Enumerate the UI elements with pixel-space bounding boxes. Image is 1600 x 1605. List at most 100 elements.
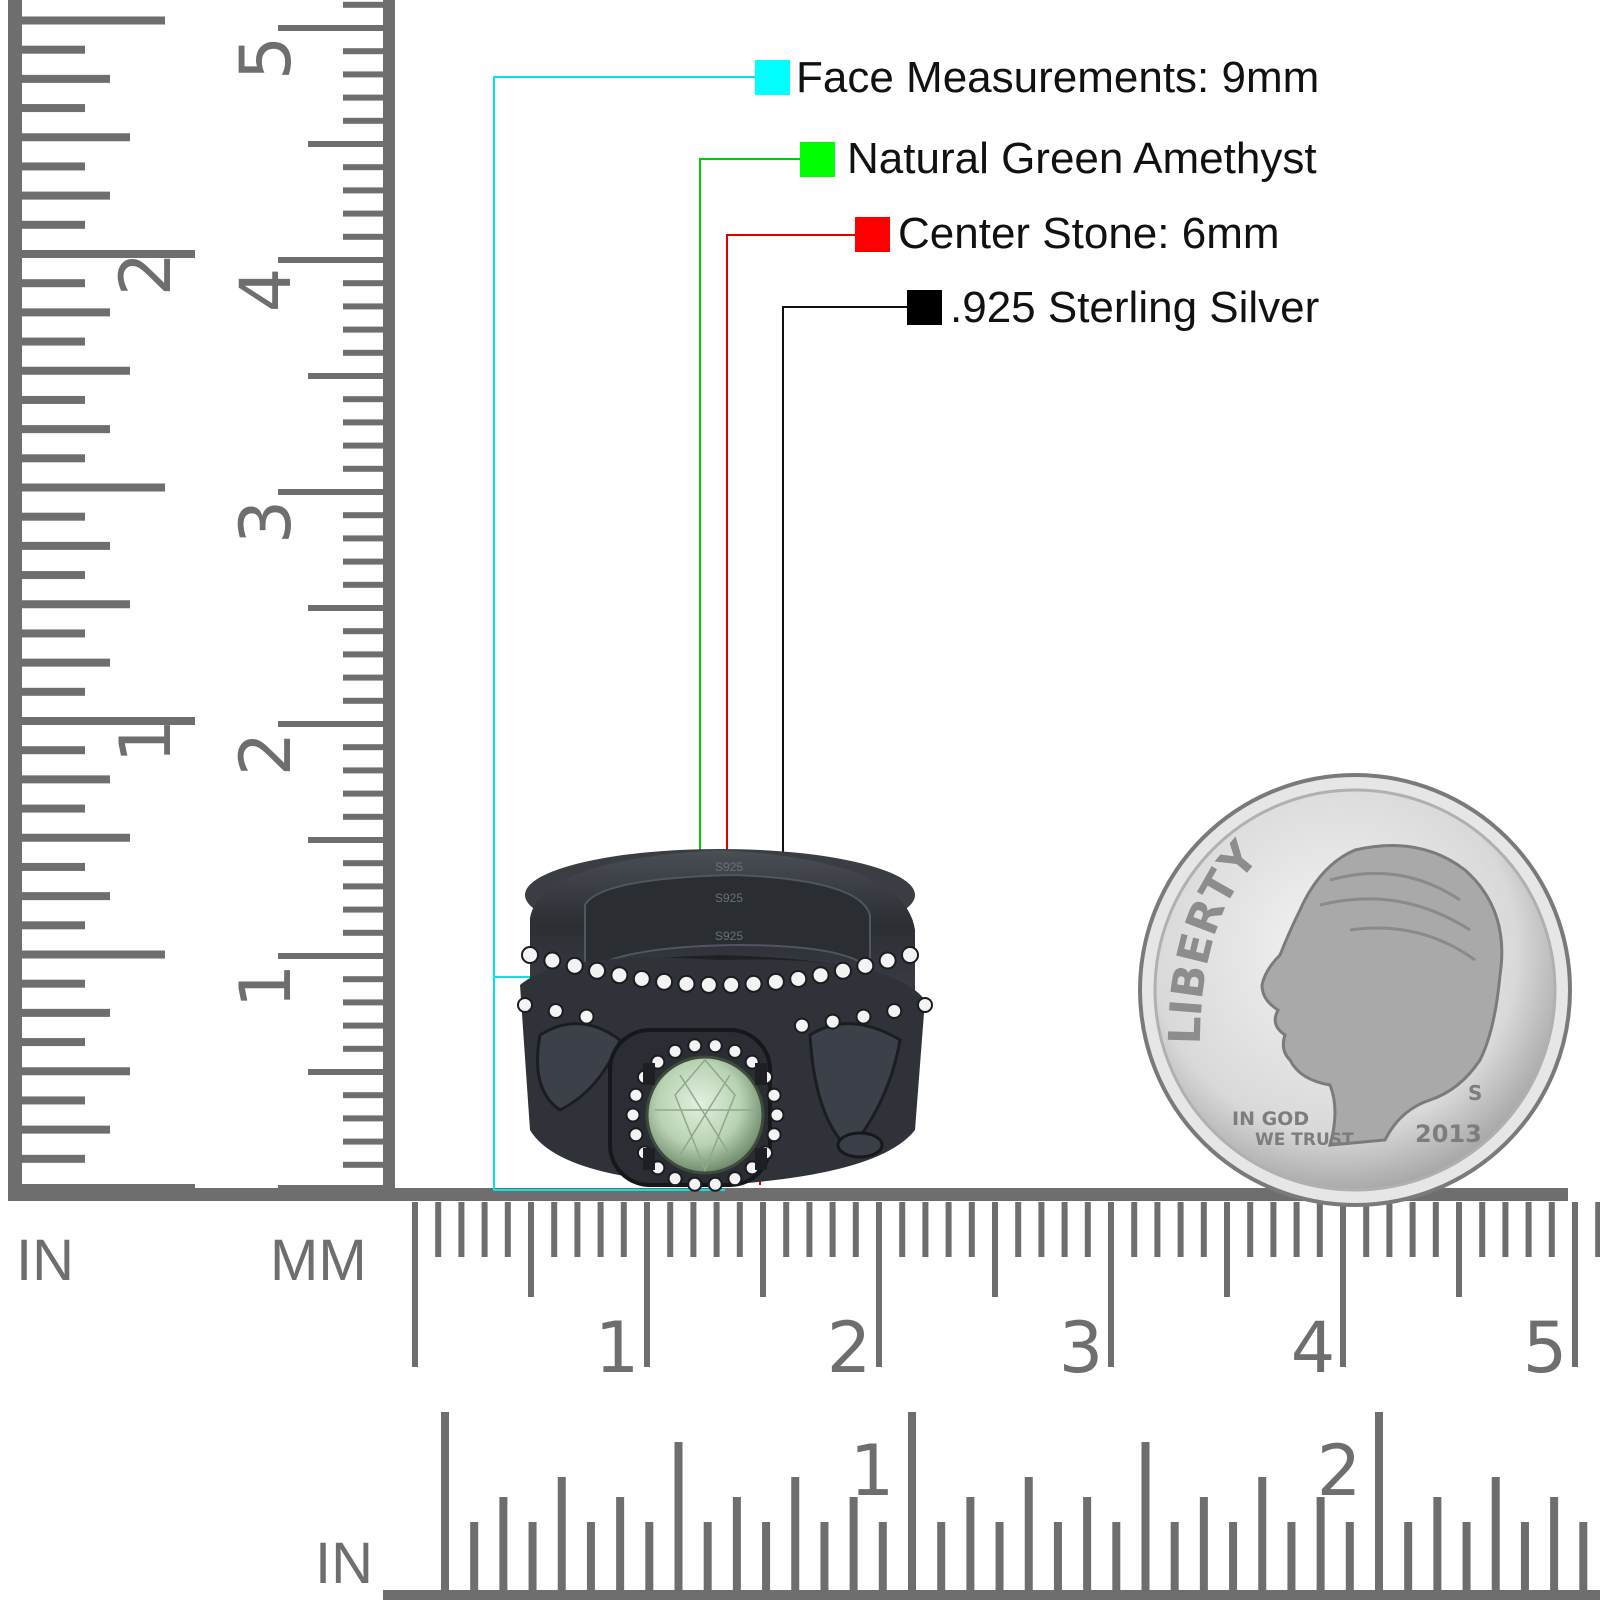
stone-prongs — [643, 1063, 767, 1170]
mm-tick — [343, 419, 388, 426]
horizontal-mm-tick — [876, 1202, 882, 1367]
pave-diamond — [789, 969, 808, 988]
inch-tick — [15, 629, 85, 638]
inch-tick — [15, 571, 85, 580]
horizontal-mm-tick — [1131, 1202, 1138, 1257]
horizontal-inch-tick — [1053, 1522, 1062, 1592]
pave-diamond — [687, 1176, 703, 1192]
horizontal-mm-tick — [528, 1202, 534, 1297]
inch-tick — [15, 220, 85, 229]
horizontal-mm-tick — [1316, 1202, 1323, 1257]
inch-tick — [15, 1096, 85, 1105]
inch-tick — [15, 950, 165, 959]
horizontal-mm-tick — [1340, 1202, 1346, 1367]
horizontal-inch-tick — [791, 1477, 800, 1592]
mm-tick — [343, 233, 388, 240]
horizontal-inch-tick — [674, 1442, 683, 1592]
horizontal-inch-tick — [1375, 1412, 1383, 1592]
mm-tick — [278, 721, 388, 727]
coin-portrait — [1260, 844, 1504, 1147]
horizontal-mm-tick — [620, 1202, 627, 1257]
vertical-ruler-mm-unit-label: MM — [270, 1228, 367, 1293]
horizontal-mm-tick — [1363, 1202, 1370, 1257]
mm-tick — [343, 674, 388, 681]
horizontal-mm-tick — [1108, 1202, 1114, 1367]
horizontal-mm-tick — [551, 1202, 558, 1257]
mm-tick — [278, 1185, 388, 1191]
pave-diamond — [855, 1008, 872, 1025]
pave-diamond — [917, 997, 933, 1013]
mm-tick — [343, 906, 388, 913]
horizontal-mm-label: 2 — [827, 1307, 872, 1389]
horizontal-mm-tick — [1015, 1202, 1022, 1257]
pave-diamond — [811, 966, 830, 985]
inch-tick — [15, 775, 110, 784]
mm-tick — [343, 1022, 388, 1029]
mm-tick — [308, 141, 388, 147]
inch-tick — [15, 133, 130, 142]
horizontal-inch-tick — [1462, 1522, 1471, 1592]
inch-tick — [15, 250, 195, 258]
horizontal-mm-tick — [899, 1202, 906, 1257]
horizontal-inch-tick — [1404, 1522, 1413, 1592]
pave-diamond — [727, 1171, 743, 1187]
vertical-inch-label: 1 — [105, 719, 187, 764]
inch-tick — [15, 483, 165, 492]
horizontal-mm-tick — [667, 1202, 674, 1257]
mm-tick — [343, 697, 388, 704]
right-marquise-accent — [836, 1131, 884, 1159]
pave-diamond — [655, 972, 674, 991]
vertical-mm-label: 3 — [225, 500, 307, 545]
pave-diamond — [565, 956, 584, 975]
mm-tick — [343, 1161, 388, 1168]
horizontal-mm-tick — [1595, 1202, 1600, 1257]
legend-swatch-metal — [907, 290, 942, 325]
pave-diamond — [766, 972, 785, 991]
mm-tick — [278, 953, 388, 959]
mm-tick — [343, 396, 388, 403]
pave-diamond — [856, 956, 875, 975]
vertical-mm-label: 1 — [225, 964, 307, 1009]
pave-diamond — [521, 946, 539, 964]
horizontal-mm-tick — [1432, 1202, 1439, 1257]
horizontal-inch-tick — [849, 1497, 858, 1592]
coin-motto-line2: WE TRUST — [1255, 1130, 1354, 1150]
inch-tick — [15, 1038, 85, 1047]
pave-diamond — [628, 1087, 644, 1103]
legend-stone-type: Natural Green Amethyst — [847, 134, 1317, 183]
horizontal-inch-tick — [1316, 1497, 1325, 1592]
horizontal-inch-label: 1 — [850, 1430, 895, 1512]
inch-tick — [15, 279, 85, 288]
inch-tick — [15, 162, 85, 171]
ruler-corner-edge — [8, 1188, 1568, 1201]
horizontal-inch-tick — [1141, 1442, 1150, 1592]
ring-stamp: S925 — [715, 891, 743, 905]
horizontal-mm-tick — [922, 1202, 929, 1257]
ring-stamp: S925 — [715, 860, 743, 874]
horizontal-inch-tick — [1579, 1522, 1588, 1592]
legend-center-stone: Center Stone: 6mm — [898, 209, 1280, 258]
pave-diamond — [677, 974, 696, 993]
horizontal-inch-tick — [1170, 1522, 1179, 1592]
pave-diamonds — [517, 946, 933, 1192]
coin-year: 2013 — [1415, 1120, 1482, 1148]
horizontal-mm-tick — [829, 1202, 836, 1257]
inch-tick — [15, 687, 85, 696]
horizontal-mm-tick — [1525, 1202, 1532, 1257]
pave-diamond — [707, 1176, 723, 1192]
horizontal-mm-tick — [1224, 1202, 1230, 1297]
mm-tick — [308, 373, 388, 379]
pave-diamond — [766, 1087, 782, 1103]
horizontal-mm-tick — [597, 1202, 604, 1257]
pave-diamond — [824, 1013, 841, 1030]
ruler-bottom-edge — [383, 1590, 1600, 1600]
inch-tick — [15, 600, 130, 609]
vertical-mm-label: 5 — [225, 36, 307, 81]
inch-tick — [15, 308, 110, 317]
horizontal-inch-tick — [703, 1522, 712, 1592]
inch-tick — [15, 1008, 110, 1017]
horizontal-inch-tick — [557, 1477, 566, 1592]
pave-diamond — [878, 951, 897, 970]
